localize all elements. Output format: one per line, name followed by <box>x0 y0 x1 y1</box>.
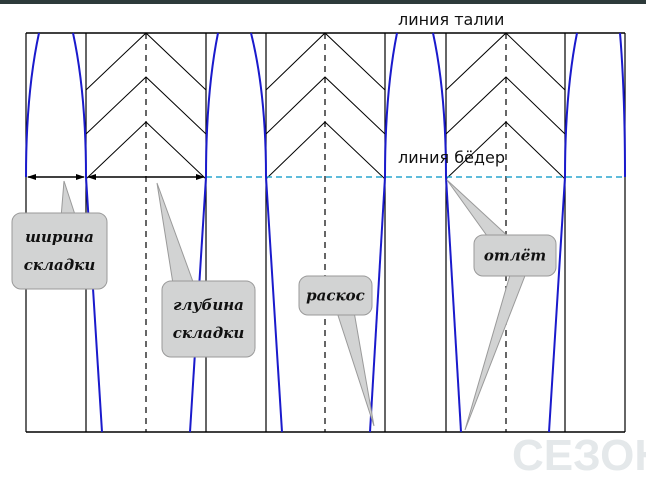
side-curve <box>205 32 219 178</box>
slant-callout-box <box>298 275 373 316</box>
side-curve <box>25 32 40 178</box>
hip-line-label: линия бёдер <box>398 148 505 167</box>
side-curve <box>564 32 578 178</box>
chevron <box>445 76 566 135</box>
side-curve <box>384 32 398 178</box>
chevron <box>265 76 386 135</box>
pleat-width-callout-text: ширина <box>25 228 94 246</box>
callouts: ширина складки глубина складки раскос отлёт <box>11 179 557 431</box>
slant-callout-pointer <box>332 299 375 427</box>
side-curve <box>619 32 626 178</box>
arrowhead-icon <box>27 174 36 180</box>
flare-callout-box <box>473 234 557 277</box>
arrowhead-icon <box>87 174 96 180</box>
pleat-depth-callout-pointer <box>156 182 197 291</box>
chevron <box>265 121 386 180</box>
pleat-depth-callout-box <box>161 280 256 358</box>
pleat-depth-callout-text: глубина <box>173 296 244 314</box>
pleat-depth-callout-text: складки <box>173 324 245 342</box>
top-border <box>0 0 646 4</box>
pleat-width-callout-text: складки <box>24 256 96 274</box>
flare-line <box>445 176 462 433</box>
chevron <box>445 121 566 180</box>
flare-line <box>548 176 566 433</box>
arrowhead-icon <box>76 174 85 180</box>
waist-line-label: линия талии <box>398 10 504 29</box>
flare-callout-pointer <box>464 267 529 431</box>
flare-callout-text: отлёт <box>484 247 546 265</box>
chevron <box>85 32 207 91</box>
side-curve <box>432 32 447 178</box>
chevron <box>445 32 566 91</box>
pleat-width-callout-box <box>11 212 108 290</box>
side-curve <box>250 32 267 178</box>
flare-callout-pointer <box>446 179 514 241</box>
slant-callout-text: раскос <box>306 287 365 305</box>
flare-line <box>265 176 283 433</box>
chevron <box>265 32 386 91</box>
chevron <box>85 121 207 180</box>
chevron <box>85 76 207 135</box>
arrowhead-icon <box>196 174 205 180</box>
flare-line <box>369 176 386 433</box>
watermark-logo: СЕЗОН <box>512 431 646 480</box>
pattern-lines <box>25 32 626 433</box>
side-curve <box>72 32 87 178</box>
